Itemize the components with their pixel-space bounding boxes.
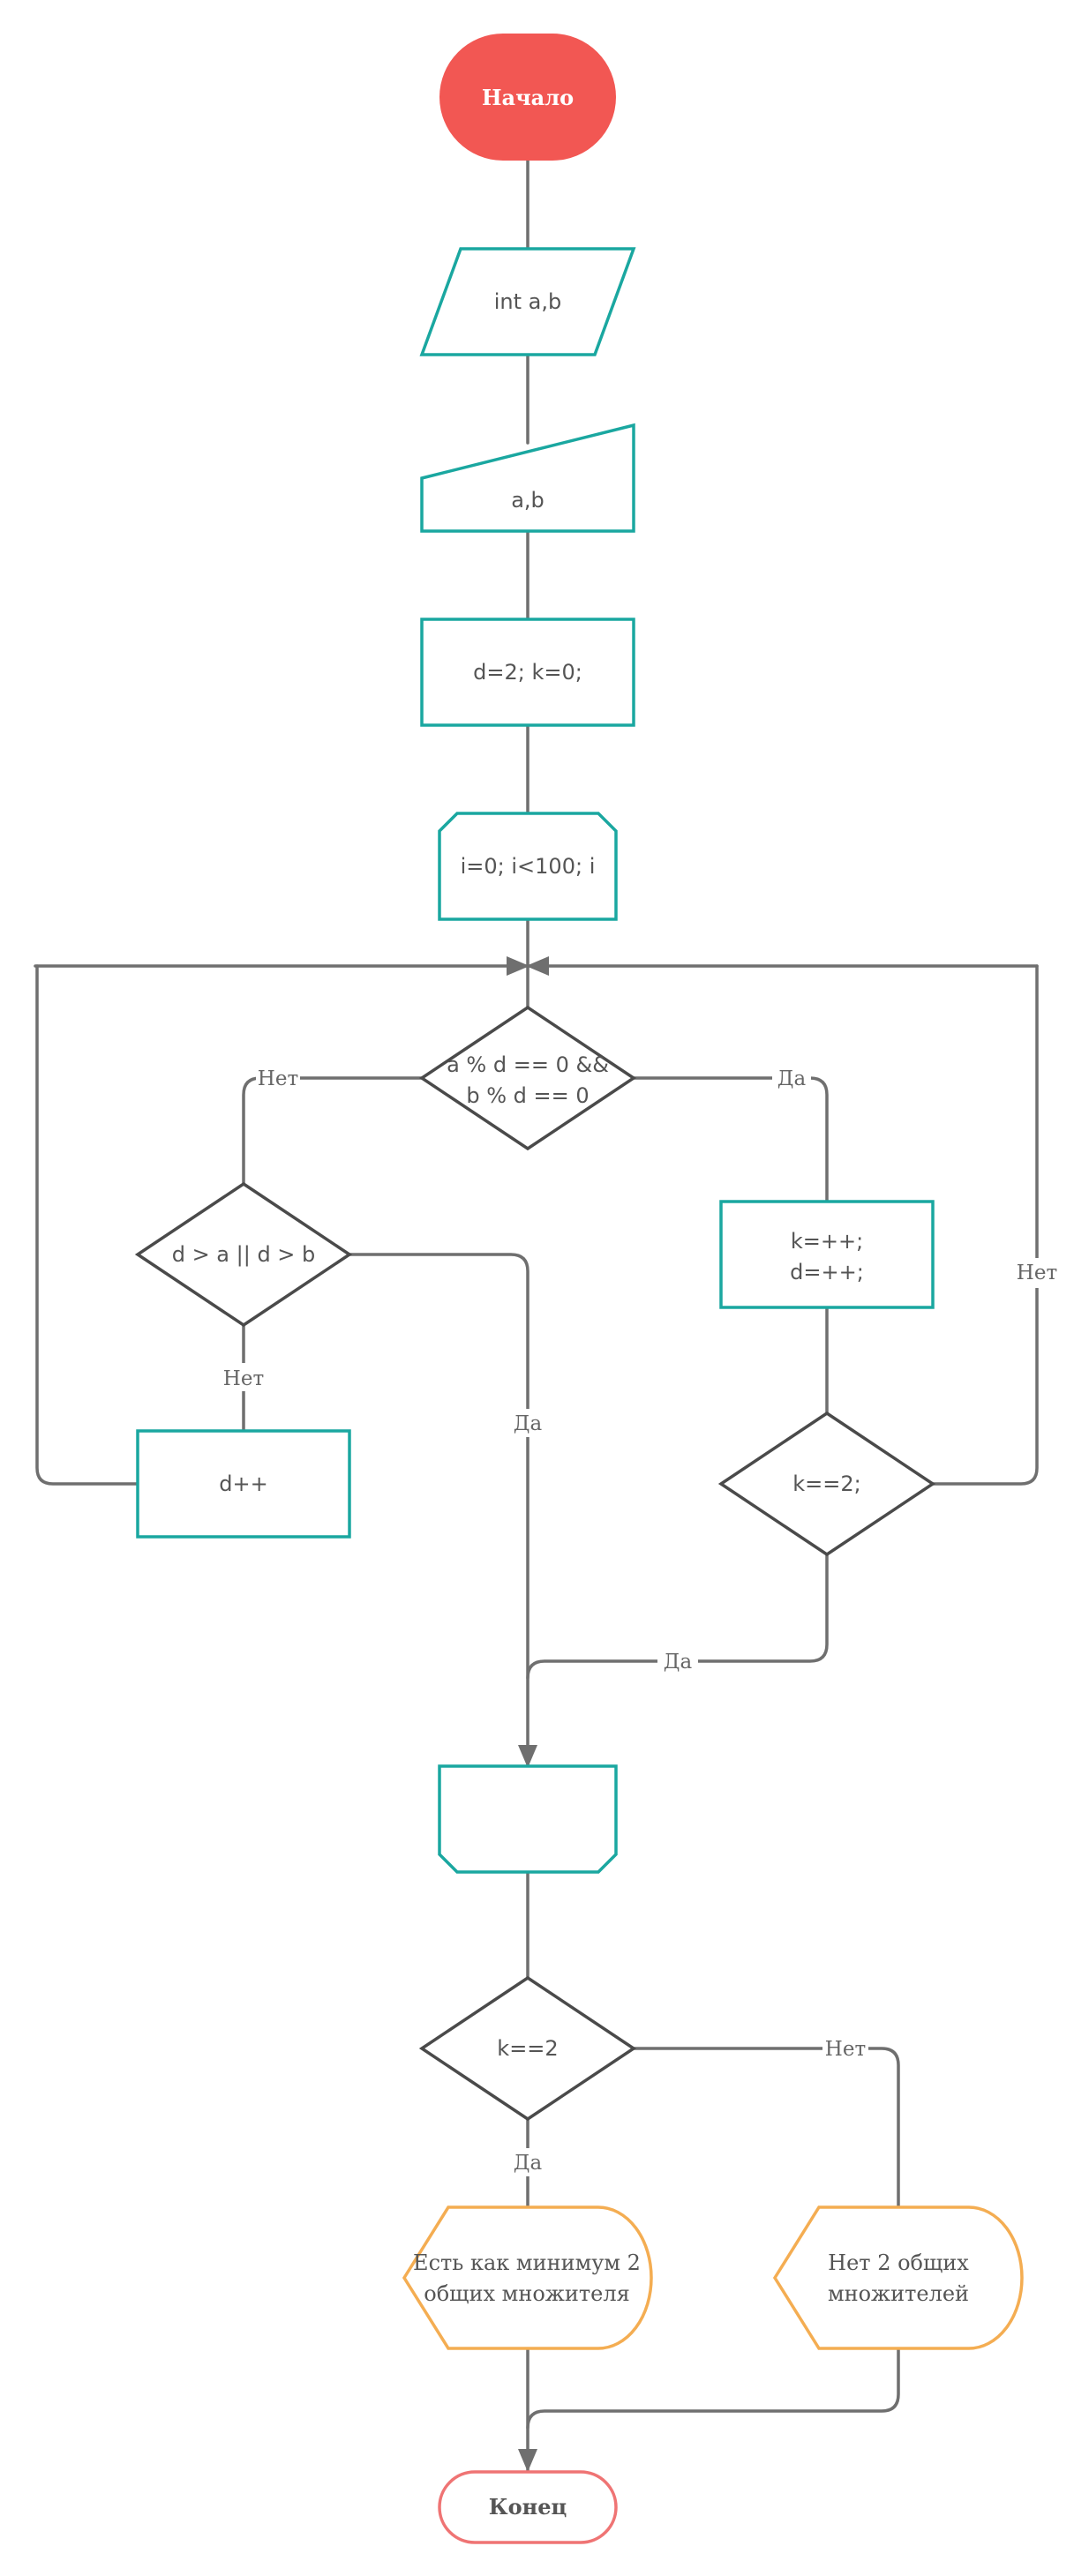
node-init-label: d=2; k=0; — [473, 660, 582, 685]
node-cond3: k==2; — [717, 1411, 936, 1557]
edges — [34, 159, 1039, 2472]
label-cond4-no: Нет — [825, 2038, 866, 2061]
node-inc: k=++; d=++; — [719, 1200, 935, 1309]
label-cond3-no: Нет — [1017, 1262, 1057, 1284]
node-loop-label: i=0; i<100; i — [461, 854, 596, 879]
node-cond4-label: k==2 — [497, 2036, 558, 2061]
node-input: a,b — [420, 423, 635, 533]
node-loopend — [438, 1764, 618, 1874]
edge-cond3-no — [931, 964, 1039, 1486]
node-cond3-label: k==2; — [792, 1471, 860, 1496]
label-cond2-no: Нет — [223, 1367, 264, 1390]
node-inc-label-2: d=++; — [790, 1260, 864, 1284]
edge-labels: Нет Да Нет Да Нет Да Нет Да — [221, 1065, 1061, 2176]
node-cond1-label-2: b % d == 0 — [466, 1083, 589, 1108]
node-cond1-label-1: a % d == 0 && — [447, 1052, 609, 1077]
node-init: d=2; k=0; — [420, 618, 635, 727]
node-out-yes-label-1: Есть как минимум 2 — [413, 2250, 641, 2275]
node-out-no-label-1: Нет 2 общих — [828, 2250, 969, 2275]
label-cond1-no: Нет — [258, 1067, 298, 1090]
label-cond1-yes: Да — [777, 1067, 807, 1090]
node-input-label: a,b — [511, 488, 544, 513]
node-out-yes-label-2: общих множителя — [424, 2281, 629, 2306]
edge-cond4-no — [632, 2047, 900, 2209]
label-cond4-yes: Да — [514, 2152, 543, 2175]
edge-cond1-no — [242, 1076, 424, 1186]
node-cond4: k==2 — [418, 1975, 637, 2122]
node-out-no: Нет 2 общих множителей — [772, 2205, 1024, 2350]
node-end-label: Конец — [489, 2494, 567, 2520]
edge-cond3-yes — [526, 1553, 829, 1680]
node-cond2: d > a || d > b — [134, 1181, 353, 1328]
node-loop: i=0; i<100; i — [438, 812, 618, 921]
edge-cond2-yes — [348, 1253, 537, 1768]
node-start-label: Начало — [482, 85, 574, 110]
node-declare: int a,b — [419, 247, 636, 356]
label-cond2-yes: Да — [514, 1412, 543, 1435]
node-inc-label-1: k=++; — [791, 1229, 863, 1254]
edge-out-no-end — [526, 2347, 900, 2430]
label-cond3-yes: Да — [664, 1651, 693, 1674]
node-cond2-label: d > a || d > b — [172, 1242, 316, 1267]
node-cond1: a % d == 0 && b % d == 0 — [418, 1005, 637, 1151]
node-end: Конец — [438, 2470, 618, 2544]
node-dinc-label: d++ — [219, 1471, 267, 1496]
edge-cond1-yes — [632, 1076, 829, 1203]
node-out-yes: Есть как минимум 2 общих множителя — [402, 2205, 653, 2350]
edge-dinc-loopback — [35, 964, 139, 1486]
node-dinc: d++ — [136, 1429, 351, 1539]
node-declare-label: int a,b — [494, 289, 562, 314]
node-start: Начало — [439, 34, 616, 161]
node-out-no-label-2: множителей — [828, 2281, 969, 2306]
